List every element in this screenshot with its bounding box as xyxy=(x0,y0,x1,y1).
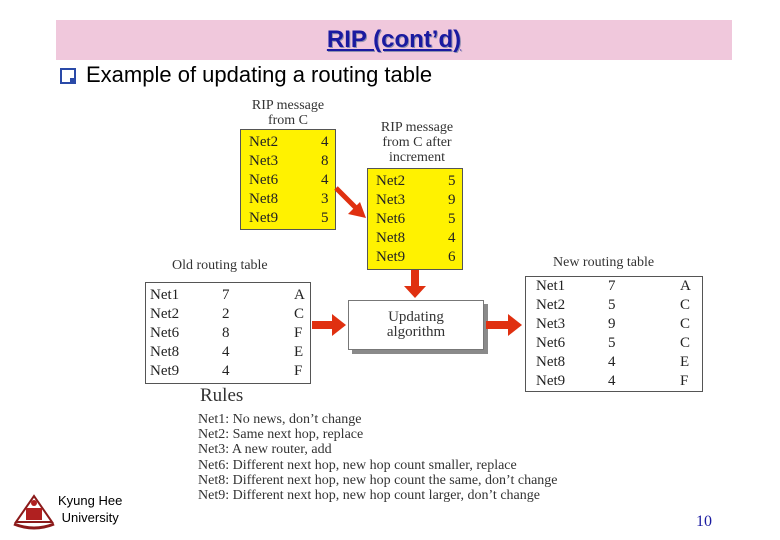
slide-title: RIP (cont’d) xyxy=(326,26,462,53)
university-line: University xyxy=(61,510,119,525)
old-routing-table: Net1 7 A Net2 2 C Net6 8 F Net8 4 E Net9… xyxy=(145,282,311,384)
arrow-to-algorithm-top xyxy=(404,270,426,298)
rip-after-caption: RIP message from C after increment xyxy=(362,120,472,165)
hop-count: 4 xyxy=(222,363,230,379)
net-label: Net6 xyxy=(150,325,180,341)
net-label: Net6 xyxy=(376,211,406,227)
next-hop: C xyxy=(680,316,691,332)
next-hop: A xyxy=(680,278,691,294)
hop-count: 7 xyxy=(608,278,616,294)
university-logo-icon xyxy=(13,494,55,530)
hop-count: 5 xyxy=(608,297,616,313)
hop-count: 8 xyxy=(222,325,230,341)
hop-count: 9 xyxy=(448,192,456,208)
rip-after-box: Net2 5 Net3 9 Net6 5 Net8 4 Net9 6 xyxy=(367,168,463,270)
arrow-increment xyxy=(334,186,366,218)
old-table-caption: Old routing table xyxy=(172,258,268,273)
next-hop: C xyxy=(294,306,305,322)
hop-count: 4 xyxy=(321,172,329,188)
net-label: Net9 xyxy=(376,249,406,265)
rip-from-c-caption: RIP message from C xyxy=(238,98,338,128)
caption-line: increment xyxy=(389,150,445,165)
slide-subtitle: Example of updating a routing table xyxy=(86,62,433,87)
hop-count: 4 xyxy=(608,354,616,370)
net-label: Net1 xyxy=(150,287,180,303)
next-hop: A xyxy=(294,287,305,303)
new-table-caption: New routing table xyxy=(553,255,655,270)
rules-heading: Rules xyxy=(200,385,244,406)
caption-line: RIP message xyxy=(380,120,454,135)
hop-count: 6 xyxy=(448,249,456,265)
next-hop: E xyxy=(294,344,304,360)
hop-count: 7 xyxy=(222,287,230,303)
next-hop: C xyxy=(680,297,691,313)
net-label: Net3 xyxy=(376,192,406,208)
rule-item: Net1: No news, don’t change xyxy=(198,412,362,427)
hop-count: 4 xyxy=(222,344,230,360)
hop-count: 8 xyxy=(321,153,329,169)
university-line: Kyung Hee xyxy=(58,493,123,508)
net-label: Net2 xyxy=(376,173,406,189)
hop-count: 5 xyxy=(448,211,456,227)
hop-count: 5 xyxy=(448,173,456,189)
caption-line: from C xyxy=(267,113,309,128)
net-label: Net3 xyxy=(249,153,279,169)
net-label: Net2 xyxy=(150,306,180,322)
updating-algorithm-box: Updating algorithm xyxy=(348,300,484,350)
caption-line: from C after xyxy=(382,135,452,150)
hop-count: 9 xyxy=(608,316,616,332)
caption-line: RIP message xyxy=(251,98,325,113)
arrow-old-to-algorithm xyxy=(312,314,346,336)
next-hop: C xyxy=(680,335,691,351)
algorithm-line: Updating xyxy=(388,309,444,325)
next-hop: F xyxy=(294,363,303,379)
net-label: Net2 xyxy=(249,134,279,150)
university-name: Kyung Hee University xyxy=(58,492,122,526)
hop-count: 4 xyxy=(608,373,616,389)
net-label: Net9 xyxy=(536,373,566,389)
rip-from-c-box: Net2 4 Net3 8 Net6 4 Net8 3 Net9 5 xyxy=(240,129,336,230)
hop-count: 5 xyxy=(608,335,616,351)
net-label: Net9 xyxy=(249,210,279,226)
next-hop: E xyxy=(680,354,690,370)
rule-item: Net3: A new router, add xyxy=(198,442,332,457)
next-hop: F xyxy=(680,373,689,389)
net-label: Net8 xyxy=(150,344,180,360)
new-routing-table: Net1 7 A Net2 5 C Net3 9 C Net6 5 C Net8… xyxy=(525,276,703,392)
hop-count: 5 xyxy=(321,210,329,226)
hop-count: 3 xyxy=(321,191,329,207)
hop-count: 4 xyxy=(321,134,329,150)
title-bar: RIP (cont’d) xyxy=(56,20,732,60)
rule-item: Net8: Different next hop, new hop count … xyxy=(198,473,558,488)
net-label: Net3 xyxy=(536,316,566,332)
algorithm-line: algorithm xyxy=(386,324,446,340)
net-label: Net6 xyxy=(249,172,279,188)
page-number: 10 xyxy=(696,513,712,530)
rule-item: Net9: Different next hop, new hop count … xyxy=(198,488,540,503)
net-label: Net8 xyxy=(249,191,279,207)
rule-item: Net2: Same next hop, replace xyxy=(198,427,364,442)
net-label: Net2 xyxy=(536,297,566,313)
net-label: Net8 xyxy=(376,230,406,246)
net-label: Net8 xyxy=(536,354,566,370)
rule-item: Net6: Different next hop, new hop count … xyxy=(198,458,517,473)
next-hop: F xyxy=(294,325,303,341)
hop-count: 2 xyxy=(222,306,230,322)
net-label: Net9 xyxy=(150,363,180,379)
net-label: Net6 xyxy=(536,335,566,351)
hop-count: 4 xyxy=(448,230,456,246)
bullet-icon xyxy=(60,68,76,84)
arrow-algorithm-to-new xyxy=(486,314,522,336)
net-label: Net1 xyxy=(536,278,566,294)
